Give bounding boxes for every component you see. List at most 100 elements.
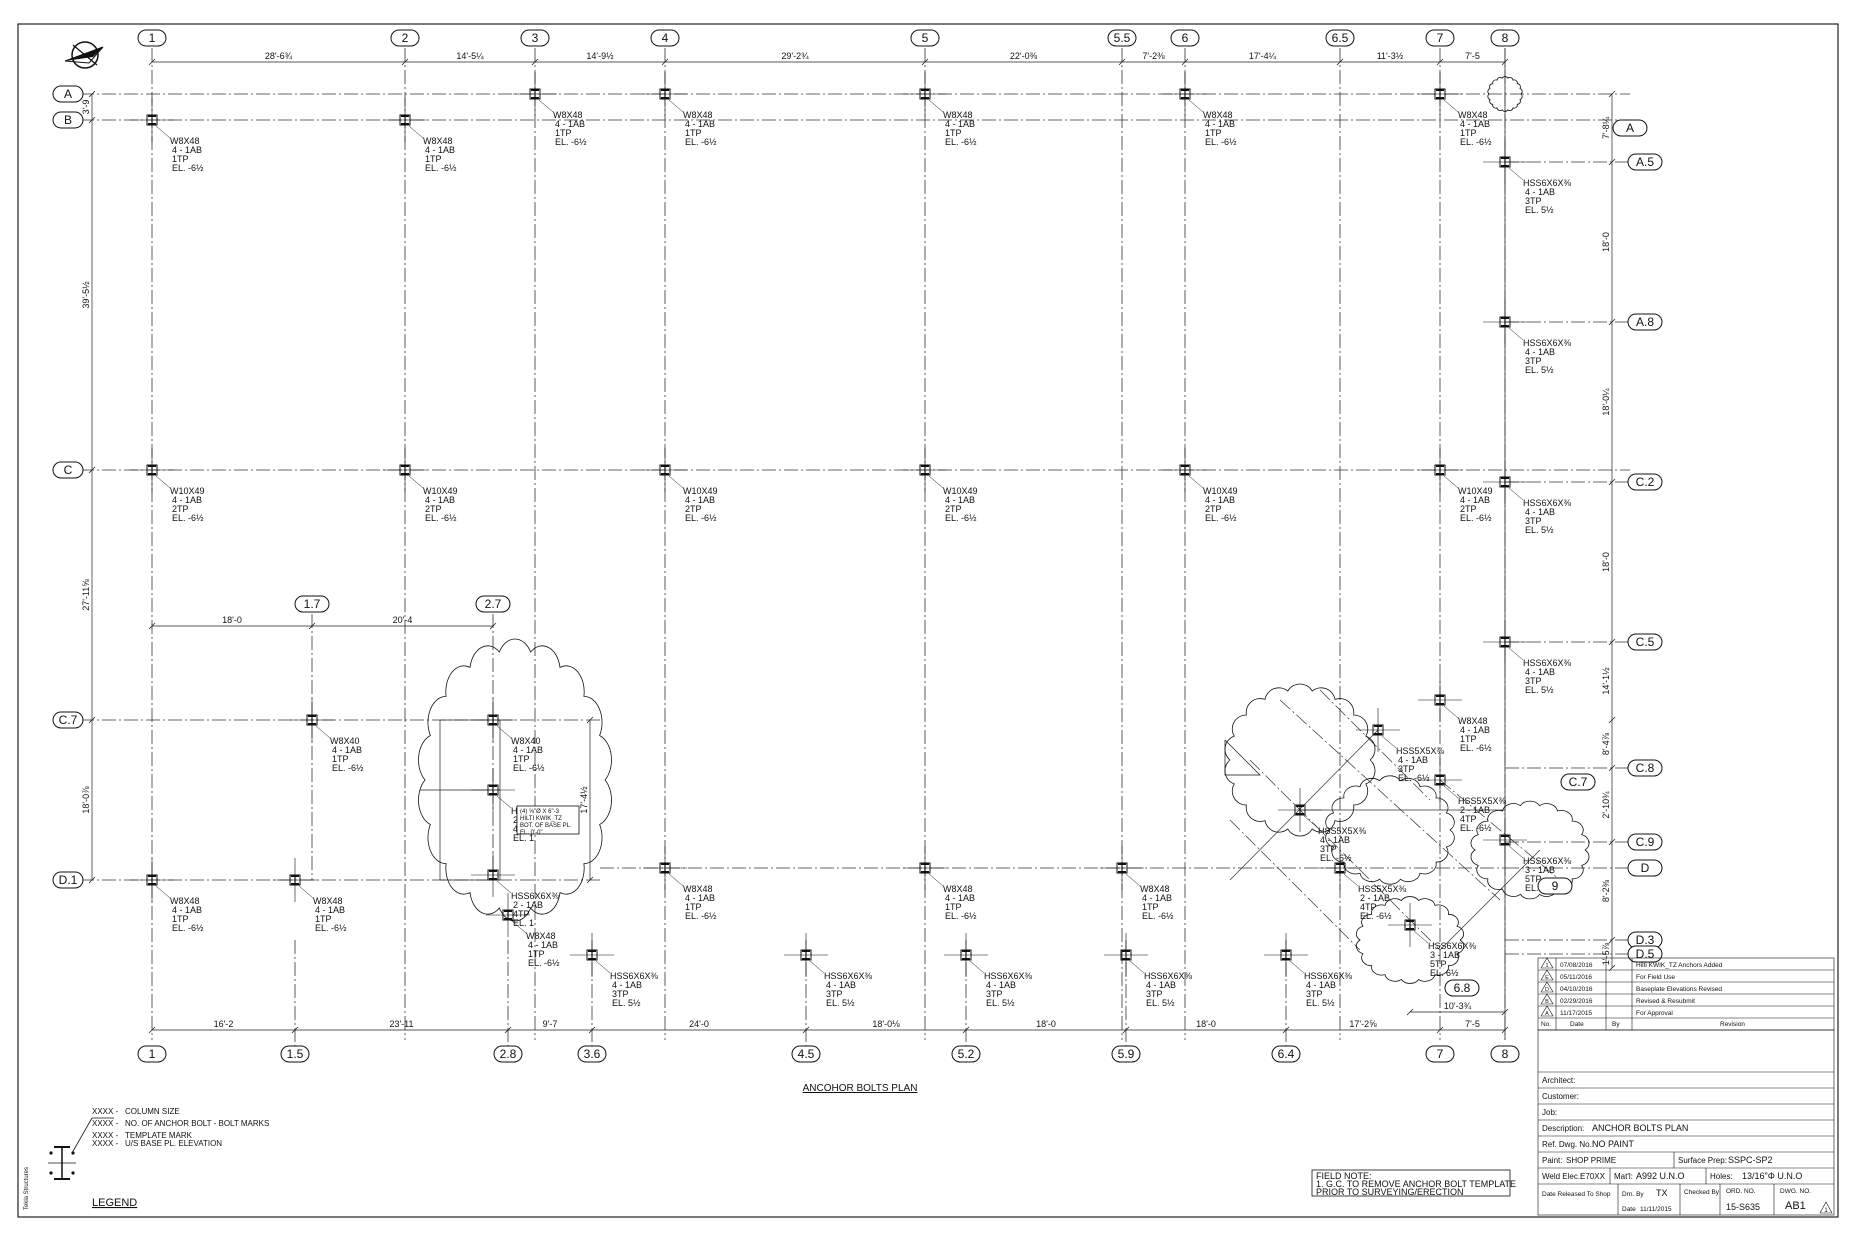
base-elevation: EL. -6½ xyxy=(685,911,717,921)
grid-right-D.3: D.3 xyxy=(1636,933,1655,947)
column-size: W10X49 xyxy=(170,486,205,496)
grid-left-B: B xyxy=(64,113,72,127)
leader-line xyxy=(1508,647,1524,661)
template-mark: 1TP xyxy=(332,754,349,764)
base-elevation: EL. 5½ xyxy=(986,998,1015,1008)
grid-bottom-4.5: 4.5 xyxy=(798,1047,815,1061)
anchor-bolts: 4 - 1AB xyxy=(1525,347,1555,357)
grid-left-A: A xyxy=(64,87,72,101)
leader-line xyxy=(1443,785,1459,799)
leader-line xyxy=(1289,960,1305,974)
grid-right-A.5-bubble xyxy=(1627,153,1663,171)
column-size: W8X48 xyxy=(943,110,973,120)
dim-right-tick-3 xyxy=(1608,478,1616,486)
paint-value: SHOP PRIME xyxy=(1566,1156,1616,1165)
grid-top-2: 2 xyxy=(402,31,409,45)
dim-top-label-2: 14'-9½ xyxy=(586,51,614,61)
leader-line xyxy=(1129,960,1145,974)
anchor-bolts: 3 - 1AB xyxy=(1430,950,1460,960)
anchor-bolts: 4 - 1AB xyxy=(1460,725,1490,735)
rev-description: Revised & Resubmit xyxy=(1636,998,1695,1005)
base-elevation: EL. -6½ xyxy=(172,513,204,523)
base-elevation: EL. 1 xyxy=(513,918,534,928)
dim-bottom-tick-7 xyxy=(1282,1026,1290,1034)
grid-right-C.8: C.8 xyxy=(1636,761,1655,775)
base-elevation: EL. -6½ xyxy=(1320,853,1352,863)
column-size: W10X49 xyxy=(1203,486,1238,496)
leader-line xyxy=(1443,475,1459,489)
dim-bottom-label-5: 18'-0 xyxy=(1036,1019,1056,1029)
dim-mid-tick-0 xyxy=(148,622,156,630)
grid-right-D-bubble xyxy=(1627,859,1663,877)
leader-line xyxy=(668,475,684,489)
rev-triangle-icon xyxy=(1540,993,1554,1005)
grid-right-C.8-bubble xyxy=(1627,759,1663,777)
dim-mid-v-tick-1 xyxy=(586,876,594,884)
base-elevation: EL. -6½ xyxy=(945,137,977,147)
kwik-line-3: BOT. OF BASE PL. xyxy=(520,823,572,829)
anchor-bolts: 4 - 1AB xyxy=(1306,980,1336,990)
grid-top-5.5-bubble xyxy=(1107,29,1137,47)
dim-right-label-8: 1'-5⅞ xyxy=(1601,942,1611,965)
dim-bottom-tick-5 xyxy=(962,1026,970,1034)
grid-bottom-6.4-bubble xyxy=(1271,1045,1301,1063)
template-mark: 3TP xyxy=(1525,356,1542,366)
rev-mark: A xyxy=(1545,1011,1549,1017)
column-size: HSS6X6X⅜ xyxy=(1523,178,1572,188)
grid-bottom-5.9-bubble xyxy=(1111,1045,1141,1063)
grid-right-C.7-bubble xyxy=(1560,773,1596,791)
base-elevation: EL. -6½ xyxy=(332,763,364,773)
weld-value: E70XX xyxy=(1580,1172,1606,1181)
dim-bottom-label-6: 18'-0 xyxy=(1196,1019,1216,1029)
dim-left-tick-2 xyxy=(88,466,96,474)
anchor-bolts: 4 - 1AB xyxy=(513,745,543,755)
dim-top-label-3: 29'-2¾ xyxy=(781,51,809,61)
rev-description: Hilti KWIK_TZ Anchors Added xyxy=(1636,962,1723,969)
leader-line xyxy=(1413,930,1429,944)
grid-right-C.2: C.2 xyxy=(1636,475,1655,489)
revision-cloud-right-4 xyxy=(1356,896,1464,984)
template-mark: 1TP xyxy=(172,154,189,164)
grid-left-C-bubble xyxy=(52,461,84,479)
legend-text-3: TEMPLATE MARK xyxy=(125,1131,193,1140)
rev-header-revision: Revision xyxy=(1720,1021,1745,1028)
rev-triangle-icon xyxy=(1819,1201,1833,1214)
grid-bottom-4.5-bubble xyxy=(791,1045,821,1063)
grid-right-D.5: D.5 xyxy=(1636,947,1655,961)
base-elevation: EL. -6½ xyxy=(1460,743,1492,753)
revision-cloud-top xyxy=(1487,76,1523,112)
column-size: W8X48 xyxy=(943,884,973,894)
grid-right-A.8-bubble xyxy=(1627,313,1663,331)
leader-line xyxy=(155,885,171,899)
column-size: W8X48 xyxy=(170,896,200,906)
base-elevation: EL. -6½ xyxy=(425,513,457,523)
rev-description: For Field Use xyxy=(1636,974,1675,981)
material-label: Mat'l: xyxy=(1614,1172,1633,1181)
dim-top-label-1: 14'-5¼ xyxy=(456,51,484,61)
dim-right-label-7: 8'-2⅜ xyxy=(1601,879,1611,902)
grid-right-9: 9 xyxy=(1552,879,1559,893)
grid-top-1: 1 xyxy=(149,31,156,45)
rev-date: 11/17/2015 xyxy=(1560,1010,1592,1017)
column-size: HSS6X6X⅜ xyxy=(824,971,873,981)
dim-bottom-label-7: 17'-2⅝ xyxy=(1349,1019,1377,1029)
grid-bottom-7-bubble xyxy=(1425,1045,1455,1063)
base-elevation: EL. -6½ xyxy=(513,763,545,773)
legend-text-2: NO. OF ANCHOR BOLT - BOLT MARKS xyxy=(125,1119,269,1128)
anchor-bolts: 4 - 1AB xyxy=(172,905,202,915)
rev-triangle-icon xyxy=(1540,1005,1554,1017)
base-elevation: EL. -6½ xyxy=(315,923,347,933)
leader-line xyxy=(496,795,512,809)
anchor-bolts: 4 - 1AB xyxy=(945,495,975,505)
grid-top-3: 3 xyxy=(532,31,539,45)
rev-header-by: By xyxy=(1612,1021,1620,1028)
template-mark: 1TP xyxy=(172,914,189,924)
grid-mid-1.7: 1.7 xyxy=(304,597,321,611)
